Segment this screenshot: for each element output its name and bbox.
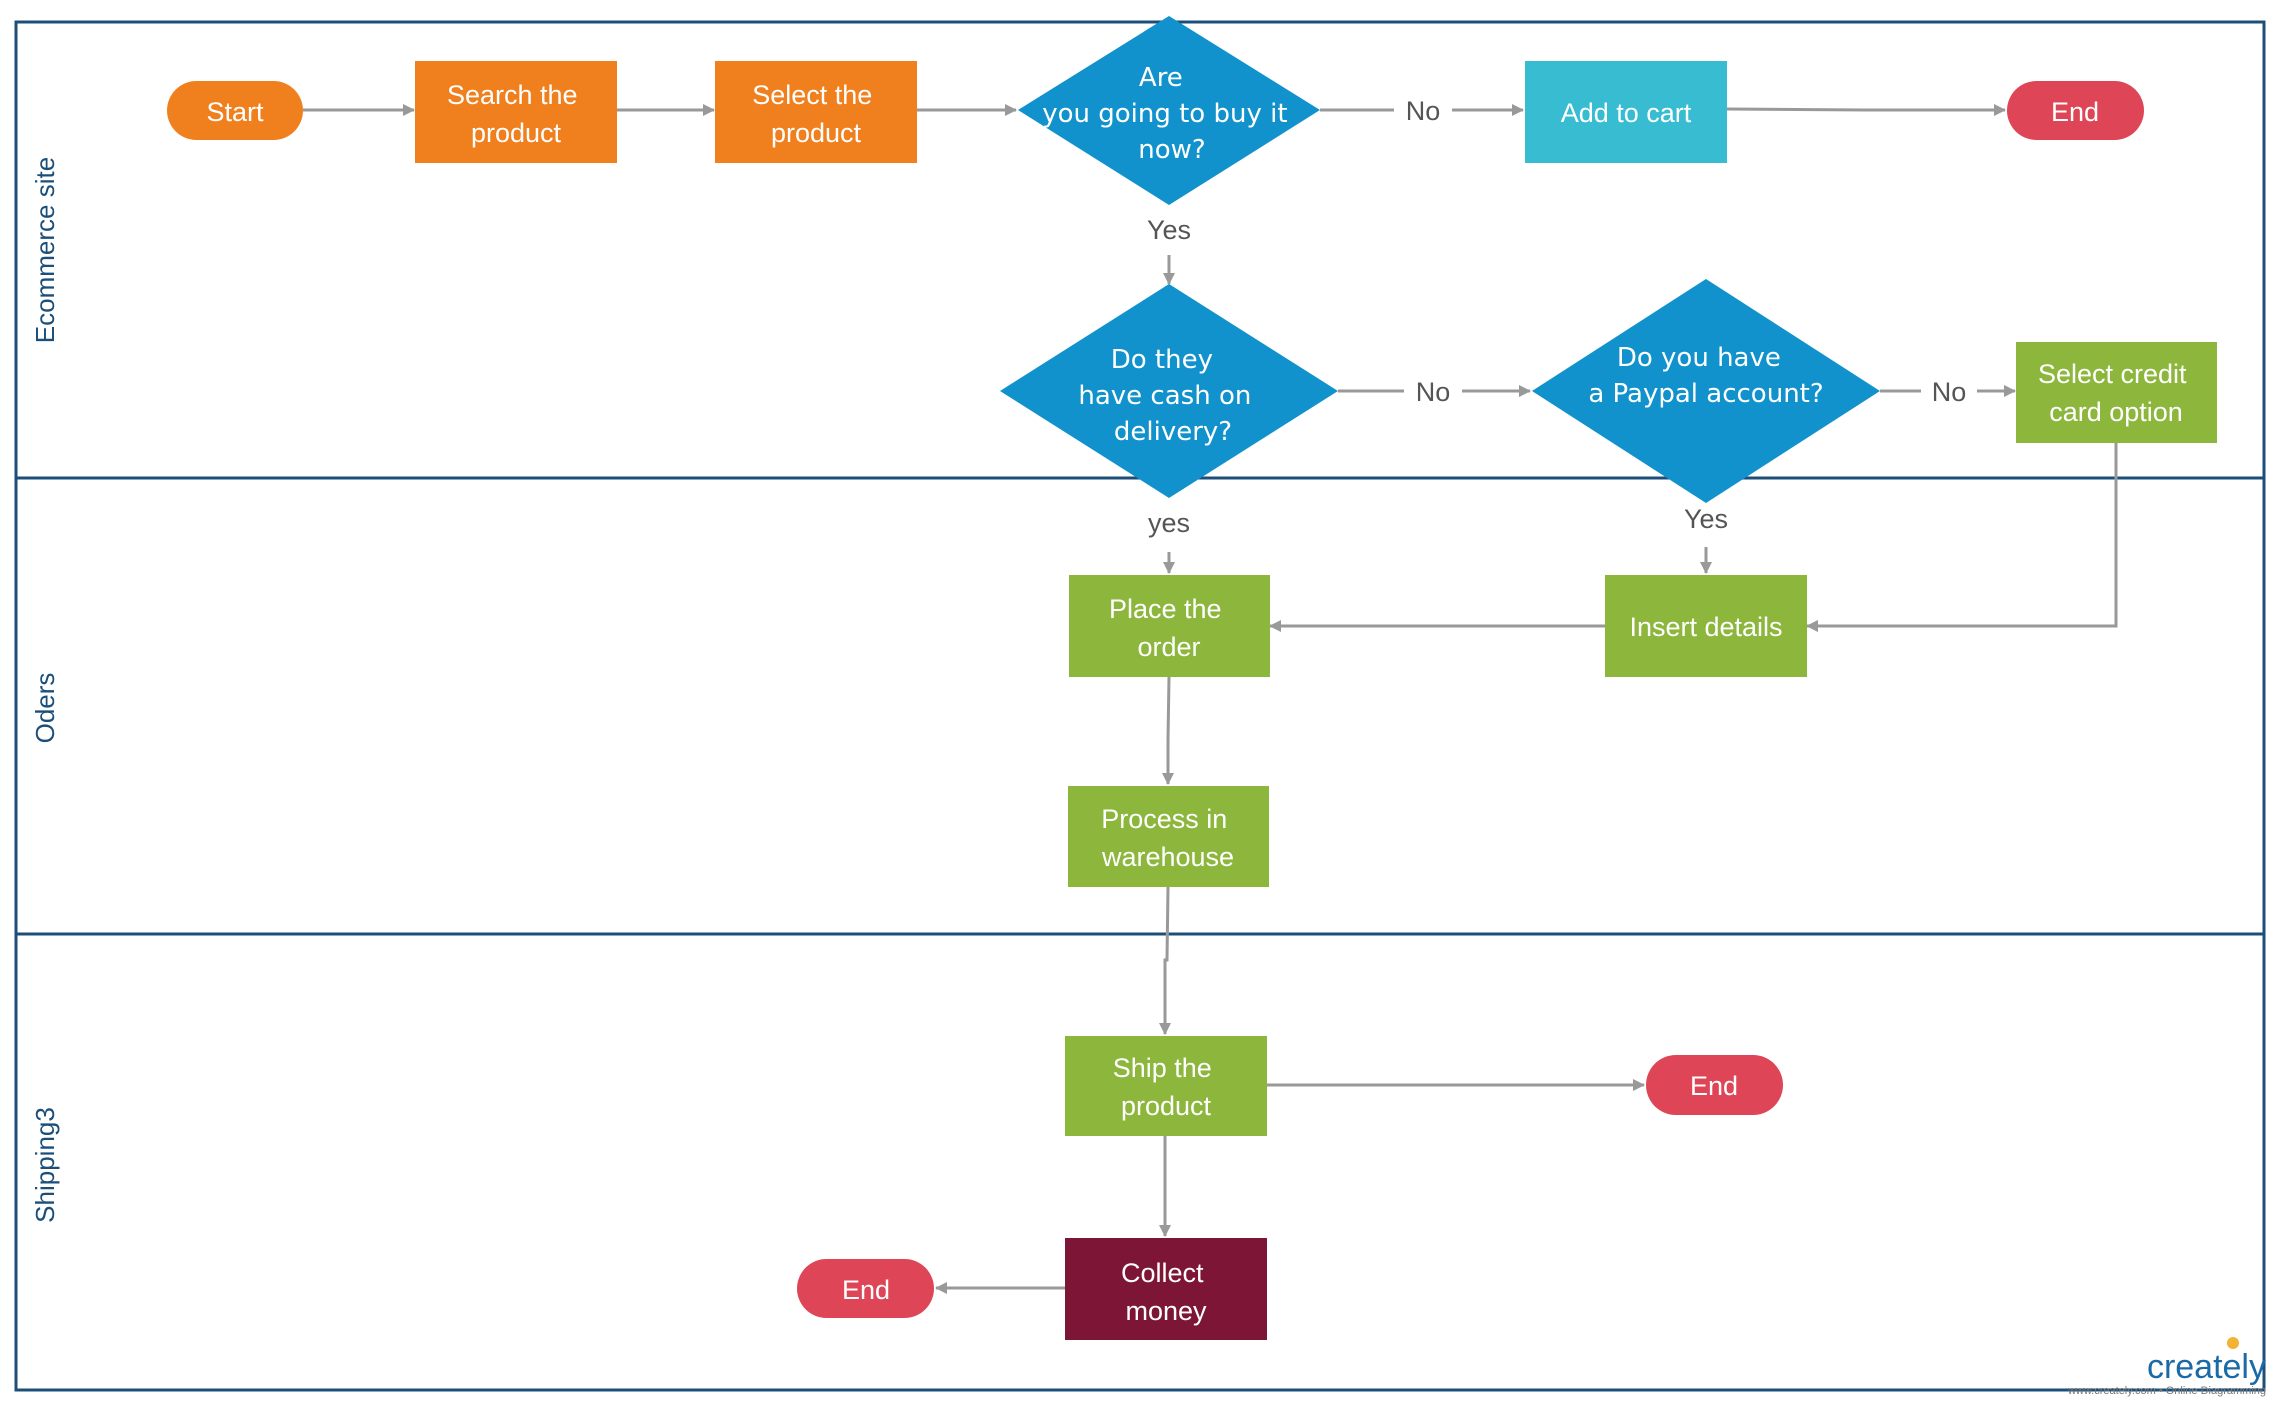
insert-label: Insert details — [1629, 612, 1782, 642]
search-label-line-1: Search the — [447, 80, 578, 110]
lane-label-ecommerce: Ecommerce site — [30, 157, 60, 343]
collect-line-1: Collect — [1121, 1258, 1204, 1288]
warehouse-line-1: Process in — [1101, 804, 1227, 834]
node-cash-decision: Do they have cash on delivery? — [1000, 284, 1338, 498]
paypal-decision-line-2: a Paypal account? — [1588, 379, 1823, 409]
ship-line-1: Ship the — [1113, 1053, 1212, 1083]
select-label-line-2: product — [771, 118, 862, 148]
ship-label: Ship the product — [1113, 1053, 1220, 1121]
buy-decision-shape — [1018, 16, 1320, 205]
nodes: Start Search the product Select the prod… — [167, 16, 2217, 1340]
connectors — [303, 104, 2118, 1294]
bulb-icon — [2227, 1337, 2239, 1349]
lane-shipping — [14, 932, 2266, 1392]
creately-logo: creately www.creately.com • Online Diagr… — [2067, 1337, 2266, 1397]
node-end-collect: End — [797, 1259, 934, 1318]
node-end-top: End — [2007, 81, 2144, 140]
search-label-line-2: product — [471, 118, 562, 148]
node-select-credit-card: Select credit card option — [2016, 342, 2217, 443]
end-collect-label: End — [842, 1275, 890, 1305]
search-process-shape — [415, 61, 617, 163]
node-start: Start — [167, 81, 303, 140]
edge-label-cash-yes: yes — [1148, 508, 1190, 538]
place-order-label: Place the order — [1109, 594, 1229, 662]
credit-label: Select credit card option — [2038, 359, 2194, 427]
end-ship-label: End — [1690, 1071, 1738, 1101]
end-collect-terminal-shape — [797, 1259, 934, 1318]
warehouse-process-shape — [1068, 786, 1269, 887]
connector-cart-end — [1726, 104, 2006, 116]
start-label: Start — [206, 97, 264, 127]
connector-place-warehouse — [1162, 676, 1174, 785]
connector-warehouse-ship — [1159, 886, 1171, 1035]
edge-label-buy-no: No — [1406, 96, 1441, 126]
cash-decision-line-2: have cash on — [1078, 381, 1251, 411]
logo-brand: creately — [2147, 1348, 2266, 1386]
ship-process-shape — [1065, 1036, 1267, 1136]
lane-label-shipping: Shipping3 — [30, 1107, 60, 1223]
add-cart-label: Add to cart — [1561, 98, 1692, 128]
insert-process-shape — [1605, 575, 1807, 677]
node-buy-decision: Are you going to buy it now? — [1018, 16, 1320, 205]
paypal-decision-shape — [1532, 279, 1880, 503]
end-top-label: End — [2051, 97, 2099, 127]
cash-decision-label: Do they have cash on delivery? — [1078, 345, 1259, 447]
node-process-warehouse: Process in warehouse — [1068, 786, 1269, 887]
node-end-ship: End — [1646, 1055, 1783, 1115]
lane-label-orders: Oders — [30, 673, 60, 744]
select-process-shape — [715, 61, 917, 163]
edge-labels: No Yes No No yes Yes — [1147, 96, 1966, 538]
end-ship-terminal-shape — [1646, 1055, 1783, 1115]
node-add-to-cart: Add to cart — [1525, 61, 1727, 163]
place-order-line-2: order — [1137, 632, 1200, 662]
warehouse-label: Process in warehouse — [1101, 804, 1235, 872]
paypal-decision-line-1: Do you have — [1617, 343, 1781, 373]
node-select-product: Select the product — [715, 61, 917, 163]
buy-decision-line-2: you going to buy it — [1042, 99, 1287, 129]
start-terminal-shape — [167, 81, 303, 140]
ship-line-2: product — [1121, 1091, 1212, 1121]
buy-decision-label: Are you going to buy it now? — [1042, 63, 1296, 165]
node-place-order: Place the order — [1069, 575, 1270, 677]
cash-decision-line-1: Do they — [1111, 345, 1213, 375]
node-paypal-decision: Do you have a Paypal account? — [1532, 279, 1880, 503]
node-collect-money: Collect money — [1065, 1238, 1267, 1340]
place-order-process-shape — [1069, 575, 1270, 677]
node-search-product: Search the product — [415, 61, 617, 163]
collect-process-shape — [1065, 1238, 1267, 1340]
edge-label-cash-no: No — [1416, 377, 1451, 407]
select-label-line-1: Select the — [752, 80, 872, 110]
paypal-decision-label: Do you have a Paypal account? — [1588, 343, 1823, 409]
credit-label-line-2: card option — [2049, 397, 2183, 427]
node-ship-product: Ship the product — [1065, 1036, 1267, 1136]
add-cart-process-shape — [1525, 61, 1727, 163]
edge-label-paypal-no: No — [1932, 377, 1967, 407]
select-label: Select the product — [752, 80, 880, 148]
edge-label-buy-yes: Yes — [1147, 215, 1191, 245]
credit-label-line-1: Select credit — [2038, 359, 2187, 389]
collect-line-2: money — [1125, 1296, 1207, 1326]
logo-tagline: www.creately.com • Online Diagramming — [2067, 1385, 2266, 1397]
warehouse-line-2: warehouse — [1101, 842, 1234, 872]
buy-decision-line-3: now? — [1138, 135, 1205, 165]
search-label: Search the product — [447, 80, 585, 148]
credit-process-shape — [2016, 342, 2217, 443]
collect-label: Collect money — [1121, 1258, 1211, 1326]
connector-credit-insert — [1806, 443, 2118, 632]
end-top-terminal-shape — [2007, 81, 2144, 140]
place-order-line-1: Place the — [1109, 594, 1222, 624]
node-insert-details: Insert details — [1605, 575, 1807, 677]
edge-label-paypal-yes: Yes — [1684, 504, 1728, 534]
cash-decision-line-3: delivery? — [1114, 417, 1232, 447]
buy-decision-line-1: Are — [1139, 63, 1183, 93]
cash-decision-shape — [1000, 284, 1338, 498]
swimlanes: Ecommerce site Oders Shipping3 — [14, 20, 2266, 1392]
